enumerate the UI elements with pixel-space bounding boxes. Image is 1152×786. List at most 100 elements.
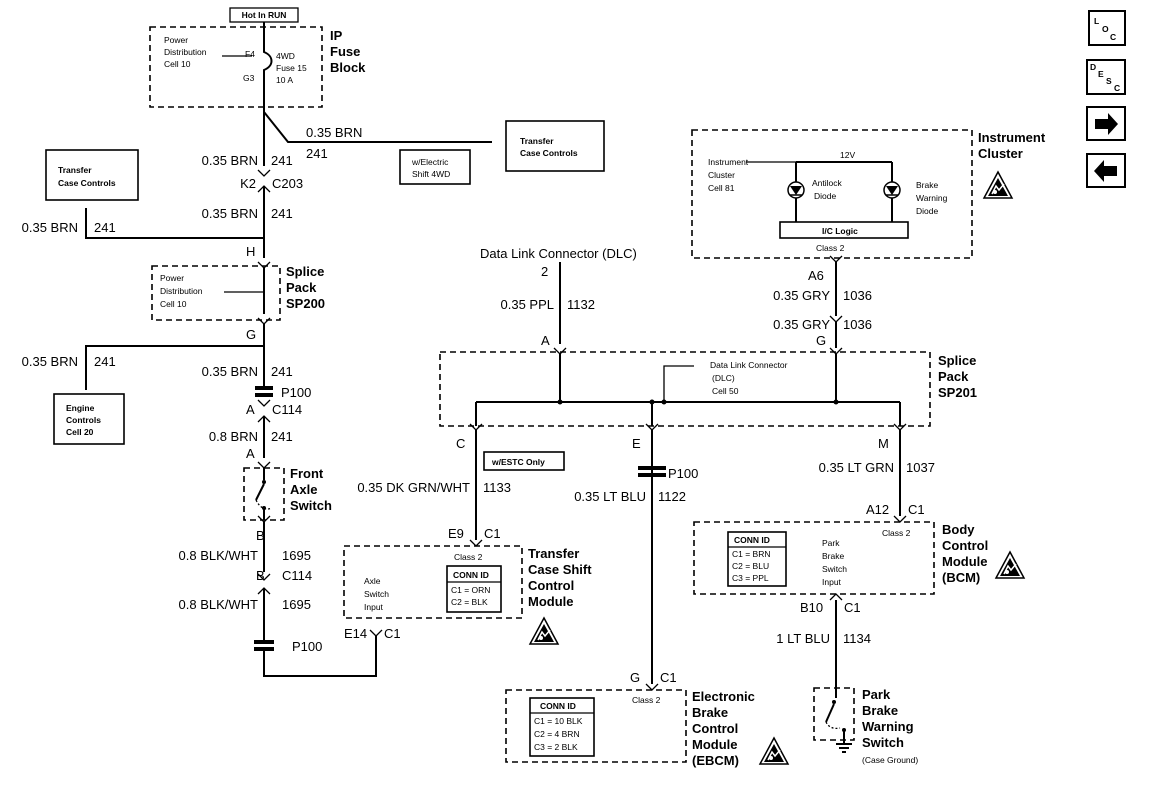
bcm-conn-header: CONN ID bbox=[734, 535, 770, 545]
wire-241b-size: 0.35 BRN bbox=[202, 206, 258, 221]
fuse-pin-f4: F4 bbox=[245, 49, 255, 59]
wire-1036b-circuit: 1036 bbox=[843, 317, 872, 332]
ip-power-distribution-ref: Power Distribution Cell 10 bbox=[164, 35, 209, 69]
bcm-conn-row-1: C1 = BRN bbox=[732, 549, 771, 559]
svg-text:C: C bbox=[1114, 83, 1120, 93]
wire-1036a-size: 0.35 GRY bbox=[773, 288, 830, 303]
wire-1133-size: 0.35 DK GRN/WHT bbox=[357, 480, 470, 495]
wire-241-left2-size: 0.35 BRN bbox=[22, 354, 78, 369]
connector-c114-b-label: C114 bbox=[282, 568, 312, 583]
antilock-diode-label: Antilock Diode bbox=[812, 178, 844, 201]
wire-1036a-circuit: 1036 bbox=[843, 288, 872, 303]
wire-1132-size: 0.35 PPL bbox=[501, 297, 555, 312]
wire-1695a-size: 0.8 BLK/WHT bbox=[179, 548, 259, 563]
hot-in-run-text: Hot In RUN bbox=[242, 10, 287, 20]
brake-warning-diode-icon bbox=[883, 181, 901, 199]
instrument-cluster-esd-icon bbox=[983, 171, 1013, 199]
antilock-diode-icon bbox=[787, 181, 805, 199]
wire-1134-circuit: 1134 bbox=[843, 631, 871, 646]
desc-button[interactable]: D E S C bbox=[1086, 59, 1126, 95]
connector-a12-label: A12 bbox=[866, 502, 889, 517]
connector-h-label: H bbox=[246, 244, 255, 259]
connector-c1-b10-label: C1 bbox=[844, 600, 861, 615]
wire-241-transfer-circuit: 241 bbox=[306, 146, 328, 161]
connector-c1-a12-label: C1 bbox=[908, 502, 925, 517]
transfer-case-controls-right-label: Transfer Case Controls bbox=[520, 136, 578, 158]
wire-241c-size: 0.35 BRN bbox=[202, 364, 258, 379]
connector-c1-e9-label: C1 bbox=[484, 526, 501, 541]
w-estc-only-text: w/ESTC Only bbox=[491, 457, 545, 467]
wire-241-left1-size: 0.35 BRN bbox=[22, 220, 78, 235]
bcm-esd-icon bbox=[995, 551, 1025, 579]
w-electric-shift-text: w/Electric Shift 4WD bbox=[411, 157, 451, 179]
connector-g-sp201-label: G bbox=[816, 333, 826, 348]
connector-e14-label: E14 bbox=[344, 626, 367, 641]
wire-1122-circuit: 1122 bbox=[658, 489, 686, 504]
ebcm-conn-row-2: C2 = 4 BRN bbox=[534, 729, 580, 739]
wire-1122-size: 0.35 LT BLU bbox=[574, 489, 646, 504]
fuse-symbol bbox=[263, 22, 273, 78]
tcscm-title: Transfer Case Shift Control Module bbox=[528, 546, 595, 609]
wire-241a-circuit: 241 bbox=[271, 153, 293, 168]
ic-class2: Class 2 bbox=[816, 243, 845, 253]
wire-241d-circuit: 241 bbox=[271, 429, 293, 444]
connector-b10-label: B10 bbox=[800, 600, 823, 615]
tcscm-conn-row-1: C1 = ORN bbox=[451, 585, 490, 595]
tcscm-conn-row-2: C2 = BLK bbox=[451, 597, 488, 607]
transfer-case-controls-left-label: Transfer Case Controls bbox=[58, 165, 116, 188]
case-ground-label: (Case Ground) bbox=[862, 755, 918, 765]
next-page-button[interactable] bbox=[1086, 106, 1126, 141]
wire-1695b-size: 0.8 BLK/WHT bbox=[179, 597, 259, 612]
sp200-title: Splice Pack SP200 bbox=[286, 264, 328, 311]
connector-a-c114-label: A bbox=[246, 402, 255, 417]
wire-241d-size: 0.8 BRN bbox=[209, 429, 258, 444]
bcm-title: Body Control Module (BCM) bbox=[942, 522, 992, 585]
w-estc-only-note bbox=[483, 451, 565, 471]
park-brake-warning-switch bbox=[813, 687, 855, 741]
connector-c-sp201-label: C bbox=[456, 436, 465, 451]
fuse-pin-g3: G3 bbox=[243, 73, 255, 83]
brake-warning-diode-label: Brake Warning Diode bbox=[916, 180, 950, 216]
wire-241a-size: 0.35 BRN bbox=[202, 153, 258, 168]
ebcm-conn-row-3: C3 = 2 BLK bbox=[534, 742, 578, 752]
connector-p100-c-label: P100 bbox=[668, 466, 698, 481]
bcm-conn-id-table bbox=[727, 531, 787, 587]
connector-e-sp201-label: E bbox=[632, 436, 641, 451]
ebcm-class2: Class 2 bbox=[632, 695, 661, 705]
instrument-cluster bbox=[691, 129, 973, 259]
connector-e9-label: E9 bbox=[448, 526, 464, 541]
connector-a-switch-label: A bbox=[246, 446, 255, 461]
bcm-class2: Class 2 bbox=[882, 528, 911, 538]
ic-logic-block bbox=[779, 221, 909, 239]
wire-1037-size: 0.35 LT GRN bbox=[819, 460, 894, 475]
connector-g-ebcm-label: G bbox=[630, 670, 640, 685]
tcscm-conn-header: CONN ID bbox=[453, 570, 489, 580]
svg-text:E: E bbox=[1098, 69, 1104, 79]
svg-text:L: L bbox=[1094, 16, 1099, 26]
prev-page-button[interactable] bbox=[1086, 153, 1126, 188]
bcm-conn-row-2: C2 = BLU bbox=[732, 561, 769, 571]
connector-m-sp201-label: M bbox=[878, 436, 889, 451]
connector-a-sp201-label: A bbox=[541, 333, 550, 348]
left-arrow-icon bbox=[1094, 160, 1117, 182]
wire-1036b-size: 0.35 GRY bbox=[773, 317, 830, 332]
bcm-conn-row-3: C3 = PPL bbox=[732, 573, 769, 583]
sp201-dlc-ref: Data Link Connector (DLC) Cell 50 bbox=[710, 360, 790, 396]
connector-b-switch-label: B bbox=[256, 528, 265, 543]
wire-1695a-circuit: 1695 bbox=[282, 548, 311, 563]
ebcm-title: Electronic Brake Control Module (EBCM) bbox=[692, 689, 758, 768]
connector-g-sp200-label: G bbox=[246, 327, 256, 342]
ip-fuse-block: Hot In RUN IP Fuse Block Power Distribut… bbox=[149, 7, 366, 108]
ip-fuse-block-title: IP Fuse Block bbox=[330, 28, 366, 75]
wire-241c-circuit: 241 bbox=[271, 364, 293, 379]
transfer-case-controls-left bbox=[45, 149, 139, 201]
wire-1695b-circuit: 1695 bbox=[282, 597, 311, 612]
wire-241b-circuit: 241 bbox=[271, 206, 293, 221]
wire-241-left1-circuit: 241 bbox=[94, 220, 116, 235]
wire-241-transfer-size: 0.35 BRN bbox=[306, 125, 362, 140]
ebcm-conn-header: CONN ID bbox=[540, 701, 576, 711]
svg-text:D: D bbox=[1090, 62, 1096, 72]
splice-pack-sp200 bbox=[151, 265, 281, 321]
loc-button[interactable]: L O C bbox=[1088, 10, 1126, 46]
